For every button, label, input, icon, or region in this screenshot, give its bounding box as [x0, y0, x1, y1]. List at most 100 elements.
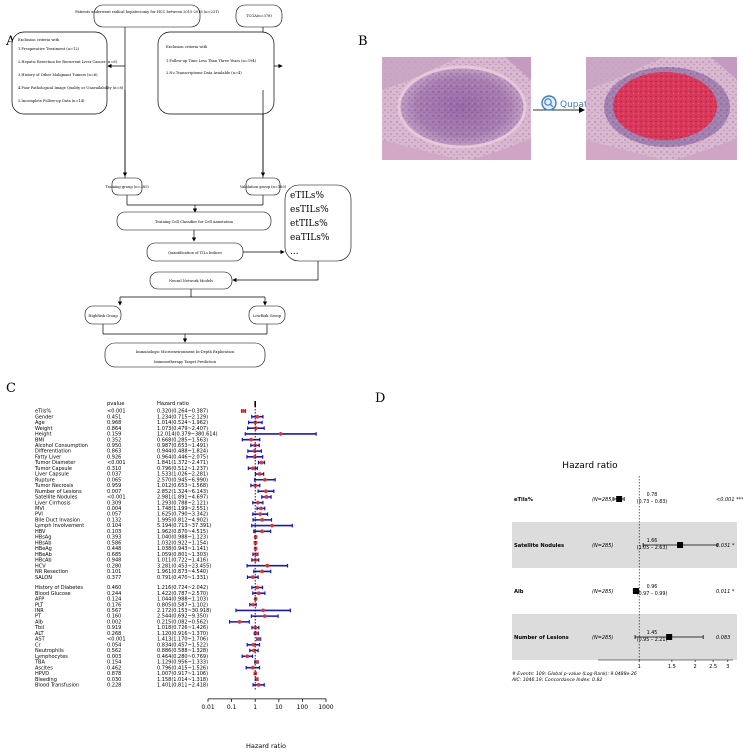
hr-point — [253, 546, 258, 551]
til-index: etTILs% — [290, 219, 328, 229]
row-hr-text: 0.834(0.457~1.522) — [157, 642, 208, 648]
row-ci: (0.97 – 0.99) — [637, 591, 668, 597]
hr-box — [632, 588, 639, 594]
panel-label-a: A — [5, 34, 16, 49]
hr-point — [259, 506, 263, 511]
row-pvalue: 0.037 — [107, 472, 121, 478]
hr-point — [252, 454, 257, 459]
hr-point — [253, 552, 258, 557]
row-pvalue: 0.352 — [107, 437, 121, 443]
row-hr-text: 1.120(0.916~1.370) — [157, 631, 208, 637]
row-hr-text: 1.625(0.790~3.342) — [157, 512, 208, 518]
row-label: Number of Lesions — [35, 489, 82, 495]
row-pvalue: <0.001 — [107, 409, 126, 415]
hr-point — [270, 523, 274, 528]
row-label: HBsAb — [35, 540, 51, 546]
hr-point — [253, 625, 258, 630]
row-label: MVI — [35, 506, 44, 512]
row-pvalue: 0.176 — [107, 602, 121, 608]
row-label: Tumor Necrosis — [34, 483, 74, 489]
pvalue-header: pvalue — [107, 401, 124, 407]
row-hr-text: 2.544(0.692~9.350) — [157, 614, 208, 620]
row-pvalue: 0.030 — [107, 677, 121, 683]
row-label: Differentiation — [35, 449, 71, 455]
row-hr-text: 1.032(0.922~1.154) — [157, 540, 208, 546]
row-label: Height — [35, 432, 52, 438]
row-pvalue: <0.001 — [107, 495, 126, 501]
hr-box — [666, 634, 673, 640]
row-hr-text: 1.040(0.988~1.123) — [157, 535, 208, 541]
hr-point — [262, 477, 267, 482]
exploration-text: Immunologic Microenvironment In-Depth Ex… — [136, 350, 235, 354]
row-pvalue: 0.159 — [107, 432, 121, 438]
row-hr-text: 1.044(0.988~1.103) — [157, 597, 208, 603]
hr-point — [251, 602, 255, 607]
row-hr-text: 1.158(1.014~1.318) — [157, 677, 208, 683]
row-pvalue: 0.462 — [107, 665, 121, 671]
row-hr-text: 1.841(1.372~2.471) — [157, 460, 208, 466]
row-pvalue: 0.031 * — [716, 543, 735, 549]
row-n: (N=285) — [592, 497, 613, 503]
row-label: HBV — [35, 529, 46, 535]
row-pvalue: 0.004 — [107, 506, 121, 512]
panel-label-b: B — [358, 34, 368, 49]
exclusion-left-item: 1.Preoperative Treatment (n=12) — [18, 47, 80, 51]
hr-point — [257, 472, 262, 476]
x-tick-label: 10 — [275, 704, 283, 711]
row-pvalue: 0.377 — [107, 575, 121, 581]
hr-point — [249, 437, 253, 442]
histology-panel: Qupath — [382, 57, 737, 160]
row-pvalue: 0.460 — [107, 585, 121, 591]
row-hr: 0.78 — [647, 492, 658, 498]
hr-point — [255, 500, 260, 505]
row-pvalue: 0.878 — [107, 671, 121, 677]
row-hr-text: 0.886(0.588~1.328) — [157, 648, 208, 654]
x-tick-label: 3 — [726, 664, 729, 670]
row-hr-text: 2.852(1.324~6.143) — [157, 489, 208, 495]
cohort-line: Patients underwent radical hepatectomy f… — [75, 10, 219, 14]
exclusion-right-box — [157, 31, 275, 115]
row-label: Neutrophils — [35, 648, 64, 654]
panel-label-c: C — [6, 381, 16, 396]
row-label: HBeAg — [35, 546, 52, 552]
row-pvalue: 0.103 — [107, 529, 121, 535]
row-label: AST — [35, 637, 46, 643]
til-index: ... — [290, 247, 299, 257]
x-tick-label: 2 — [694, 664, 697, 670]
row-pvalue: 0.310 — [107, 466, 121, 472]
row-ci: (1.05 – 2.63) — [637, 545, 668, 551]
row-pvalue: 0.280 — [107, 563, 121, 569]
x-axis-label: Hazard ratio — [246, 742, 286, 750]
exclusion-left-item: 5.Incomplete Follow-up Data (n=14) — [18, 99, 85, 103]
row-label: HPVD — [35, 671, 49, 677]
row-hr-text: 0.320(0.264~0.387) — [157, 409, 208, 415]
row-hr-text: 0.796(0.512~1.237) — [157, 466, 208, 472]
row-pvalue: 0.054 — [107, 642, 121, 648]
he-image-original — [382, 57, 531, 160]
row-label: Ascites — [35, 665, 53, 671]
multivariate-rows: eTils%(N=285)0.78(0.73 – 0.83)<0.001 ***… — [512, 476, 743, 670]
row-hr: 0.96 — [647, 584, 658, 590]
hr-point — [253, 535, 258, 539]
cohort-box — [93, 4, 201, 28]
row-hr-text: 0.215(0.082~0.562) — [157, 619, 208, 625]
row-label: HBeAb — [35, 552, 52, 558]
row-label: SALON — [35, 575, 52, 581]
exclusion-left-item: 2.Hepatic Resection for Recurrent Liver … — [18, 60, 118, 64]
row-hr-text: 1.293(0.788~2.121) — [157, 500, 208, 506]
row-label: eTils% — [514, 497, 534, 503]
row-pvalue: 0.007 — [107, 489, 121, 495]
til-index: eaTILs% — [290, 233, 330, 243]
row-pvalue: 0.011 * — [716, 589, 735, 595]
hr-point — [256, 637, 261, 641]
row-pvalue: 0.309 — [107, 500, 121, 506]
tcga-box-text: TCGA(n=378) — [246, 14, 272, 18]
row-hr-text: 1.014(0.524~1.962) — [157, 420, 208, 426]
row-label: HBcAb — [35, 558, 52, 564]
row-pvalue: 0.003 — [107, 654, 121, 660]
row-pvalue: 0.567 — [107, 608, 121, 614]
row-label: Blood Glucose — [35, 591, 71, 597]
row-hr-text: 1.962(0.870~4.515) — [157, 529, 208, 535]
row-pvalue: 0.002 — [107, 619, 121, 625]
